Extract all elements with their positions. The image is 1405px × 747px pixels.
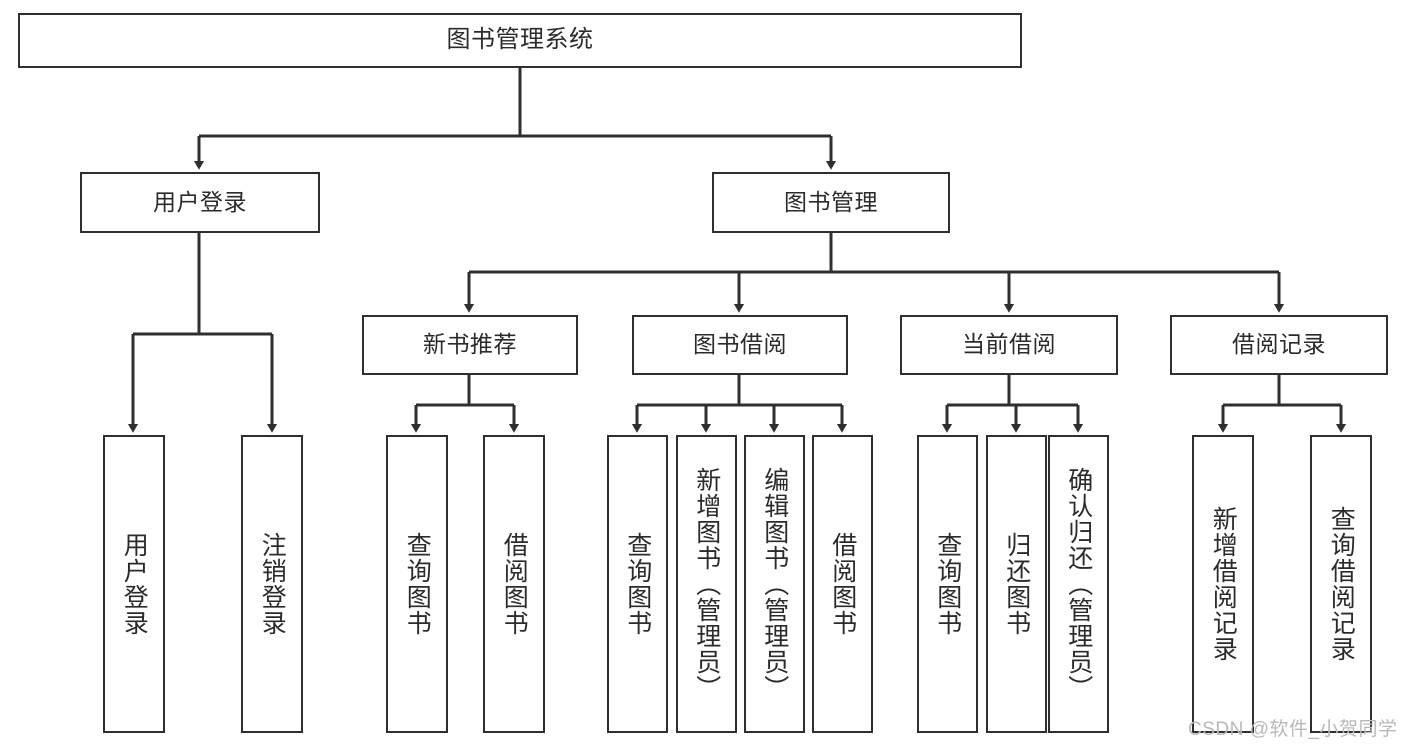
node-label: 借阅图书 [500,532,529,636]
node-label: 用户登录 [120,532,149,636]
node-book-borrow[interactable]: 图书借阅 [632,315,848,375]
leaf-borrow-edit-book[interactable]: 编辑图书（管理员） [744,435,805,733]
leaf-current-confirm-return[interactable]: 确认归还（管理员） [1048,435,1109,733]
node-label: 归还图书 [1002,532,1031,636]
node-label: 注销登录 [258,532,287,636]
node-current-borrow[interactable]: 当前借阅 [900,315,1118,375]
csdn-watermark: CSDN @软件_小贺同学 [1188,719,1398,740]
leaf-current-query-book[interactable]: 查询图书 [917,435,978,733]
node-label: 图书管理 [784,188,878,215]
node-label: 新书推荐 [423,331,517,358]
node-label: 图书借阅 [693,331,787,358]
leaf-user-login-logout[interactable]: 注销登录 [241,435,303,733]
leaf-borrow-add-book[interactable]: 新增图书（管理员） [676,435,737,733]
leaf-borrow-query-book[interactable]: 查询图书 [607,435,668,733]
node-user-login[interactable]: 用户登录 [80,172,320,233]
node-label: 查询借阅记录 [1327,506,1356,662]
leaf-recommend-query-book[interactable]: 查询图书 [386,435,448,733]
node-label: 借阅记录 [1232,331,1326,358]
node-label: 新增图书（管理员） [692,467,721,701]
leaf-borrow-borrow-book[interactable]: 借阅图书 [812,435,873,733]
leaf-current-return-book[interactable]: 归还图书 [986,435,1047,733]
leaf-record-query-record[interactable]: 查询借阅记录 [1310,435,1372,733]
node-label: 查询图书 [403,532,432,636]
leaf-record-add-record[interactable]: 新增借阅记录 [1192,435,1254,733]
node-label: 查询图书 [623,532,652,636]
node-borrow-record[interactable]: 借阅记录 [1170,315,1388,375]
node-new-book-recommend[interactable]: 新书推荐 [362,315,578,375]
leaf-user-login-login[interactable]: 用户登录 [103,435,165,733]
node-label: 当前借阅 [962,331,1056,358]
node-label: 查询图书 [933,532,962,636]
node-root-system[interactable]: 图书管理系统 [18,13,1022,68]
node-book-management[interactable]: 图书管理 [712,172,950,233]
node-label: 用户登录 [153,188,247,215]
node-label: 借阅图书 [828,532,857,636]
node-label: 新增借阅记录 [1209,506,1238,662]
node-label: 图书管理系统 [446,26,594,54]
node-label: 确认归还（管理员） [1064,467,1093,701]
leaf-recommend-borrow-book[interactable]: 借阅图书 [483,435,545,733]
node-label: 编辑图书（管理员） [760,467,789,701]
